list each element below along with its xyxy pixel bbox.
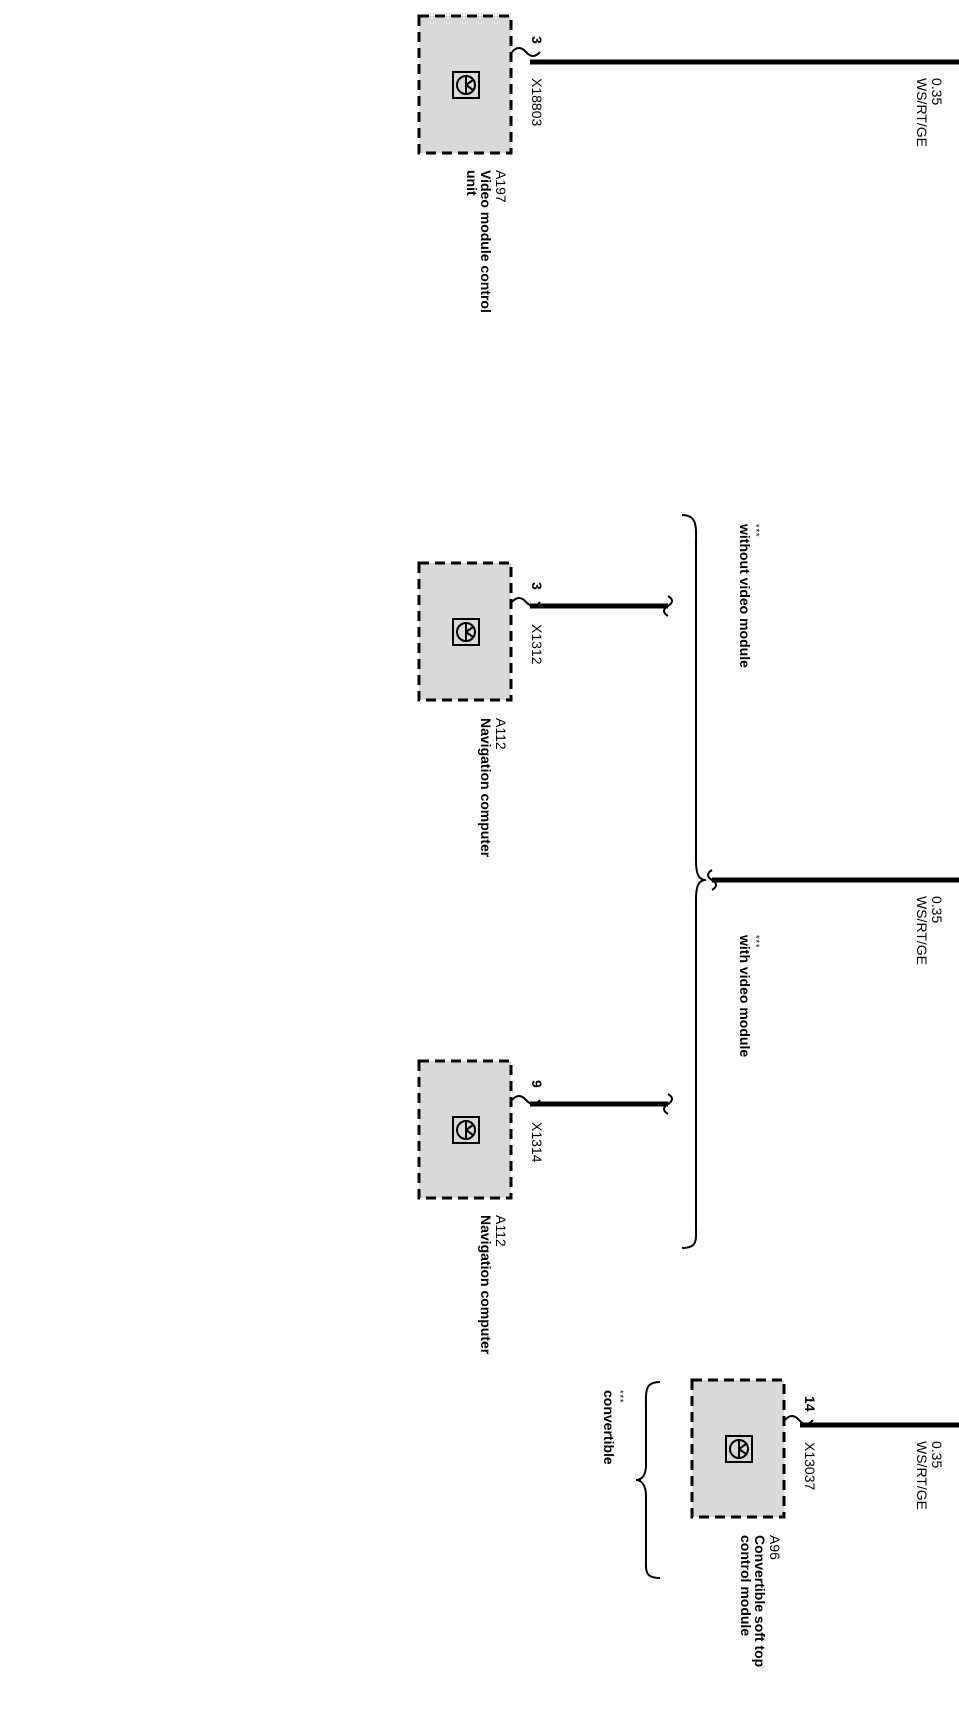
connector-pin-mark: [511, 47, 541, 57]
pin-number: 3: [529, 582, 545, 590]
connector-id: X1314: [529, 1122, 545, 1163]
wire-gauge: 0.35: [929, 1441, 945, 1469]
connector-id: X1312: [529, 624, 545, 665]
variant-label: convertible: [601, 1390, 617, 1465]
component-name: Navigation computer: [478, 718, 495, 858]
control-unit-symbol-icon: [725, 1435, 753, 1463]
component-name: Navigation computer: [478, 1215, 495, 1355]
wire-break-mark: [707, 869, 717, 891]
component-id: A96: [767, 1535, 783, 1560]
connector-id: X13037: [802, 1442, 818, 1491]
wire-color: WS/RT/GE: [914, 896, 931, 965]
variant-label: without video module: [737, 524, 753, 668]
variant-brace: [681, 514, 707, 1249]
wire-gauge: 0.35: [929, 896, 945, 924]
component-id: A112: [493, 1215, 509, 1247]
component-label: A112 Navigation computer: [478, 718, 509, 858]
pin-number: 3: [529, 36, 545, 44]
pin-number: 14: [802, 1396, 818, 1412]
control-unit-symbol-icon: [452, 1116, 480, 1144]
component-id: A197: [493, 170, 509, 203]
variant-mark: ***: [615, 1390, 625, 1404]
wire-color: WS/RT/GE: [914, 78, 931, 147]
wire-spec-label: 0.35 WS/RT/GE: [914, 78, 945, 147]
component-label: A112 Navigation computer: [478, 1215, 509, 1355]
component-id: A112: [493, 718, 509, 750]
wire-break-mark: [663, 595, 673, 617]
connector-id: X18803: [529, 78, 545, 127]
wire-break-mark: [663, 1093, 673, 1115]
wire-spec-label: 0.35 WS/RT/GE: [914, 896, 945, 965]
wire-gauge: 0.35: [929, 78, 945, 106]
variant-mark: ***: [751, 935, 761, 949]
variant-note: *** with video module: [737, 935, 761, 1058]
variant-note: *** without video module: [737, 524, 761, 668]
wire-color: WS/RT/GE: [914, 1441, 931, 1510]
wire-spec-label: 0.35 WS/RT/GE: [914, 1441, 945, 1510]
control-unit-symbol-icon: [452, 71, 480, 99]
control-unit-symbol-icon: [452, 618, 480, 646]
variant-note: *** convertible: [601, 1390, 625, 1465]
pin-number: 9: [529, 1080, 545, 1088]
variant-label: with video module: [737, 935, 753, 1058]
variant-mark: ***: [751, 524, 761, 538]
variant-brace: [635, 1381, 661, 1579]
